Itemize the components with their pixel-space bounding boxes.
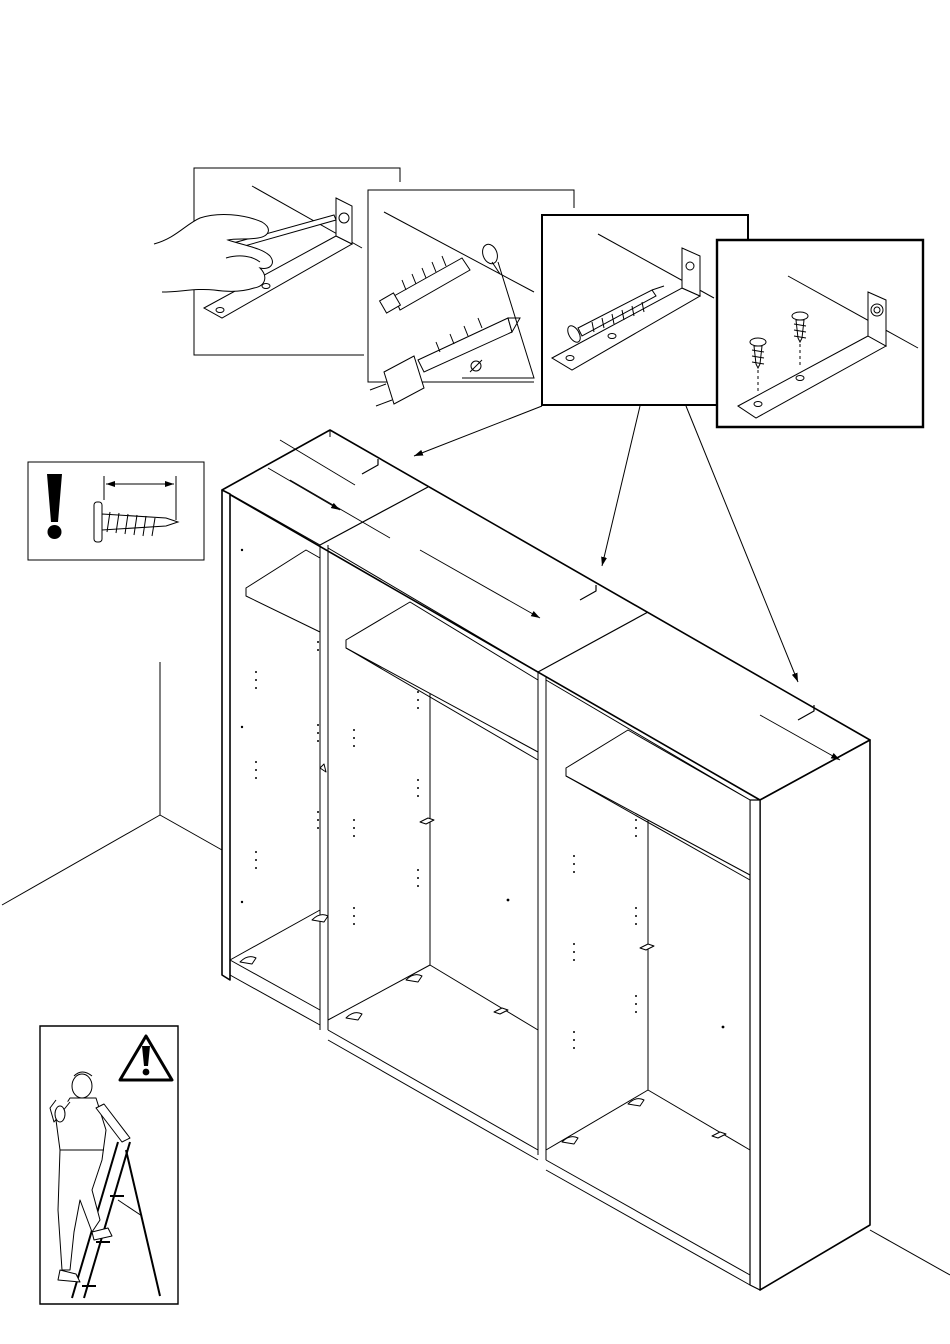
left-side-edge: [222, 490, 230, 980]
hole-marker-icon: [480, 242, 500, 266]
section-left: [230, 494, 328, 1030]
right-front-edge: [750, 800, 760, 1290]
base-feet: [240, 915, 644, 1144]
ladder-safety-note: [40, 1026, 178, 1304]
right-side-panel: [760, 740, 870, 1290]
step-panel-screw-cabinet: [717, 240, 923, 427]
step-panel-mark: [154, 168, 400, 355]
drill-bit-icon: [370, 318, 520, 406]
wall-plug-icon: [380, 256, 470, 313]
wardrobe-carcass: [222, 430, 870, 1290]
hand-icon: [154, 215, 272, 292]
screw-length-note: [28, 462, 204, 560]
